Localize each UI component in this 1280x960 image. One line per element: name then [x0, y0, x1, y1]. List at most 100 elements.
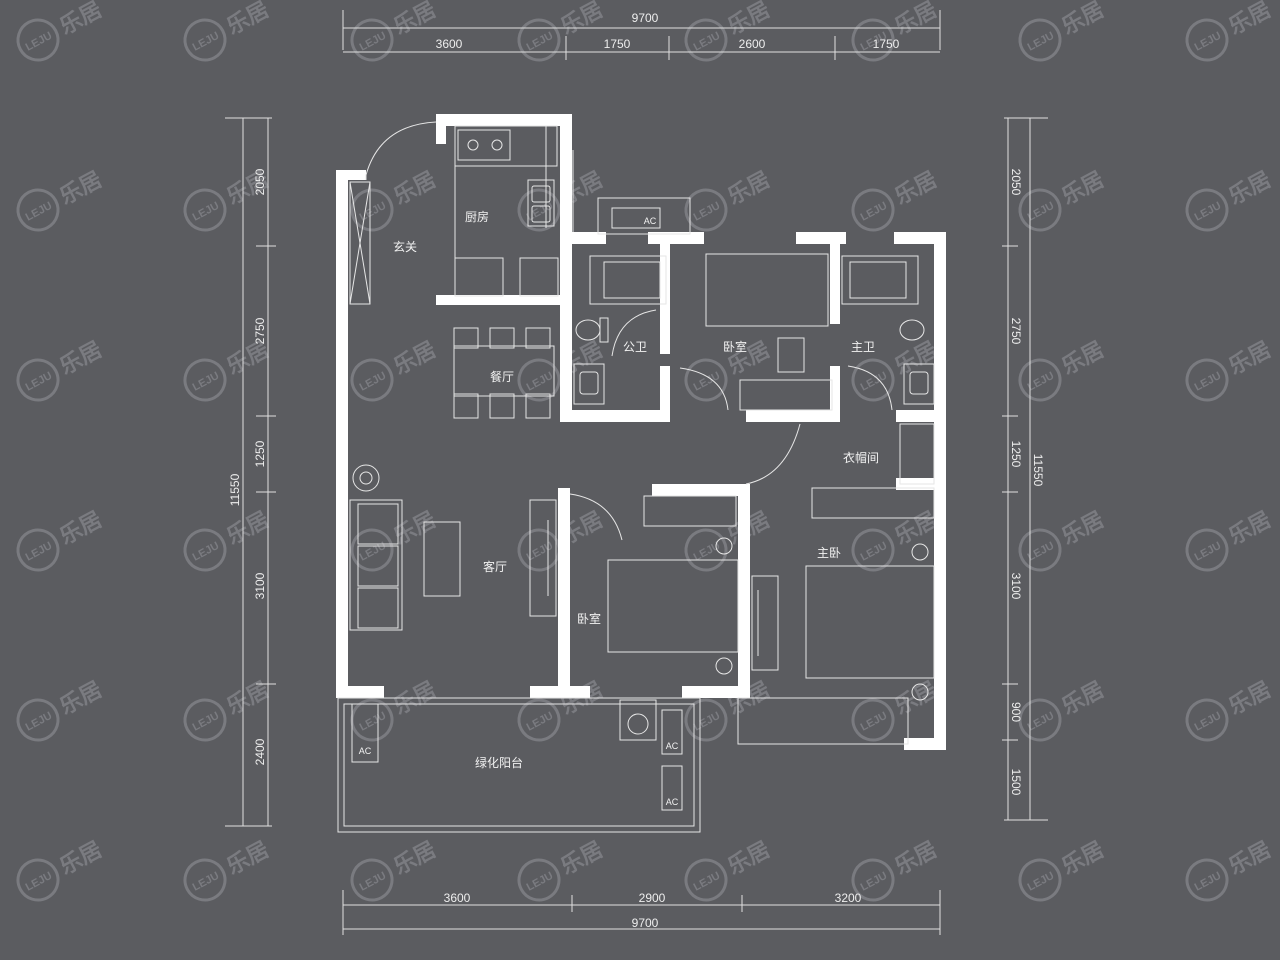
top-dim-1: 3600 — [436, 37, 463, 51]
room-dining-label: 餐厅 — [490, 369, 514, 384]
bottom-dimensions: 3600 2900 3200 9700 — [342, 890, 941, 935]
walls — [336, 114, 946, 750]
shower — [841, 255, 919, 305]
svg-text:LEJU: LEJU — [1193, 370, 1224, 394]
svg-text:乐居: 乐居 — [556, 837, 607, 880]
top-dim-4: 1750 — [873, 37, 900, 51]
ac-label-balcony-1: AC — [359, 746, 372, 756]
svg-text:乐居: 乐居 — [1057, 337, 1108, 380]
right-dim-3: 1250 — [1009, 441, 1023, 468]
dining-table — [453, 345, 555, 397]
svg-text:LEJU: LEJU — [191, 870, 222, 894]
ac-label-balcony-3: AC — [666, 797, 679, 807]
right-dim-5: 900 — [1009, 702, 1023, 722]
room-living-label: 客厅 — [483, 559, 507, 574]
left-dim-5: 2400 — [253, 738, 267, 765]
svg-text:LEJU: LEJU — [1193, 200, 1224, 224]
svg-text:乐居: 乐居 — [1224, 677, 1275, 720]
svg-text:LEJU: LEJU — [859, 870, 890, 894]
sink-icon — [527, 179, 555, 227]
desk — [777, 337, 805, 373]
svg-text:乐居: 乐居 — [1224, 167, 1275, 210]
room-balcony-label: 绿化阳台 — [475, 755, 523, 770]
svg-text:乐居: 乐居 — [1224, 837, 1275, 880]
svg-text:LEJU: LEJU — [191, 370, 222, 394]
svg-text:LEJU: LEJU — [191, 30, 222, 54]
top-dim-2: 1750 — [604, 37, 631, 51]
ac-label-balcony-2: AC — [666, 741, 679, 751]
svg-text:LEJU: LEJU — [1193, 870, 1224, 894]
svg-text:LEJU: LEJU — [692, 870, 723, 894]
svg-text:LEJU: LEJU — [24, 870, 55, 894]
room-labels: 玄关 厨房 餐厅 公卫 卧室 主卫 衣帽间 客厅 卧室 主卧 绿化阳台 — [393, 209, 879, 770]
svg-text:LEJU: LEJU — [692, 710, 723, 734]
ac-unit-balcony-2 — [661, 709, 683, 755]
wall-west — [336, 170, 348, 698]
wall-kitchen-east — [560, 114, 572, 238]
svg-text:LEJU: LEJU — [859, 200, 890, 224]
svg-text:乐居: 乐居 — [723, 837, 774, 880]
svg-text:乐居: 乐居 — [890, 167, 941, 210]
svg-text:乐居: 乐居 — [55, 167, 106, 210]
svg-text:乐居: 乐居 — [55, 837, 106, 880]
svg-text:乐居: 乐居 — [1057, 167, 1108, 210]
washbasin-icon — [573, 363, 605, 405]
room-bedroom-south-label: 卧室 — [577, 611, 601, 626]
left-dimensions: 2050 2750 1250 3100 2400 11550 — [225, 117, 276, 827]
svg-text:乐居: 乐居 — [389, 0, 440, 39]
svg-text:LEJU: LEJU — [525, 370, 556, 394]
bottom-dim-2: 2900 — [639, 891, 666, 905]
svg-text:乐居: 乐居 — [55, 337, 106, 380]
svg-text:乐居: 乐居 — [1057, 0, 1108, 39]
svg-text:乐居: 乐居 — [222, 837, 273, 880]
sofa — [349, 499, 403, 631]
svg-text:乐居: 乐居 — [1057, 837, 1108, 880]
svg-text:乐居: 乐居 — [389, 837, 440, 880]
master-bed — [805, 565, 935, 679]
svg-text:乐居: 乐居 — [389, 337, 440, 380]
svg-text:LEJU: LEJU — [24, 200, 55, 224]
right-dimensions: 2050 2750 1250 3100 900 1500 11550 — [1002, 117, 1048, 821]
bottom-total-dim: 9700 — [632, 916, 659, 930]
svg-text:乐居: 乐居 — [55, 507, 106, 550]
svg-text:LEJU: LEJU — [525, 540, 556, 564]
room-kitchen-label: 厨房 — [465, 209, 489, 224]
svg-text:LEJU: LEJU — [24, 370, 55, 394]
svg-text:LEJU: LEJU — [24, 710, 55, 734]
balcony-outline — [337, 697, 701, 833]
room-bedroom-north-label: 卧室 — [723, 339, 747, 354]
svg-text:乐居: 乐居 — [1224, 507, 1275, 550]
left-dim-1: 2050 — [253, 168, 267, 195]
right-dim-6: 1500 — [1009, 769, 1023, 796]
north-bed — [705, 253, 829, 327]
ac-unit-balcony-1 — [351, 703, 379, 763]
bottom-dim-1: 3600 — [444, 891, 471, 905]
svg-text:乐居: 乐居 — [890, 0, 941, 39]
svg-text:LEJU: LEJU — [692, 200, 723, 224]
ac-unit-north — [597, 197, 691, 235]
right-dim-2: 2750 — [1009, 318, 1023, 345]
left-dim-2: 2750 — [253, 317, 267, 344]
svg-text:乐居: 乐居 — [55, 677, 106, 720]
toilet-icon-master — [899, 319, 925, 341]
